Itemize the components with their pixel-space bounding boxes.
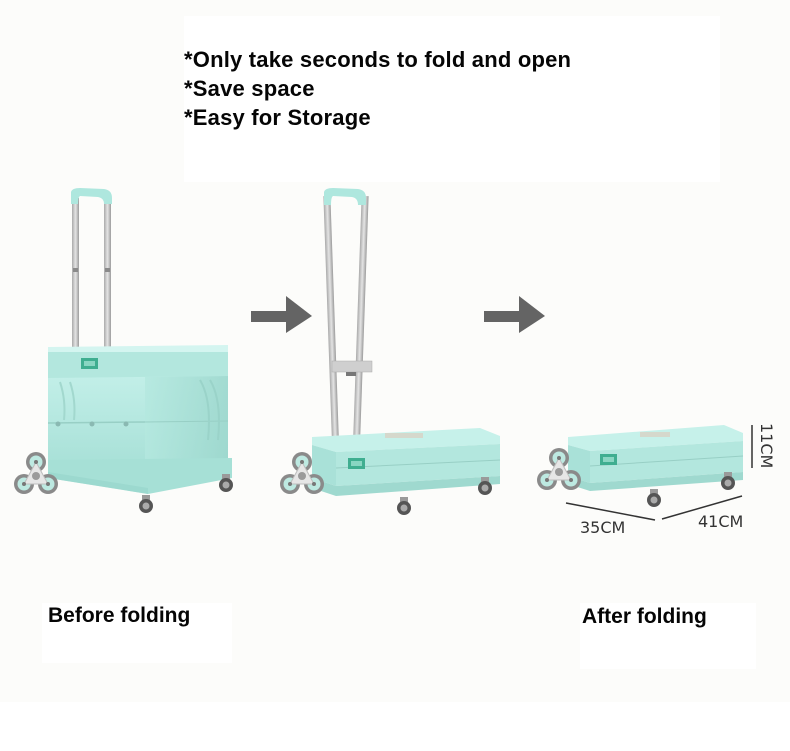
feature-line-space: *Save space	[184, 76, 315, 101]
after-label-box	[580, 603, 756, 669]
before-folding-label: Before folding	[48, 604, 191, 627]
dimension-lines	[565, 425, 753, 521]
after-folding-label: After folding	[582, 605, 707, 628]
right-arrow-icon	[251, 296, 312, 333]
dimension-depth: 35CM	[580, 518, 626, 537]
dimension-height: 11CM	[757, 423, 776, 469]
right-arrow-icon	[484, 296, 545, 333]
feature-line-fold: *Only take seconds to fold and open	[184, 47, 572, 72]
bottom-band	[0, 702, 790, 751]
half-folded-cart	[279, 188, 501, 515]
dimension-width: 41CM	[698, 512, 744, 531]
feature-line-storage: *Easy for Storage	[184, 105, 371, 130]
unfolded-cart	[13, 188, 233, 513]
before-label-box	[42, 603, 232, 663]
feature-list: *Only take seconds to fold and open *Sav…	[184, 16, 720, 182]
folded-cart	[536, 425, 744, 507]
